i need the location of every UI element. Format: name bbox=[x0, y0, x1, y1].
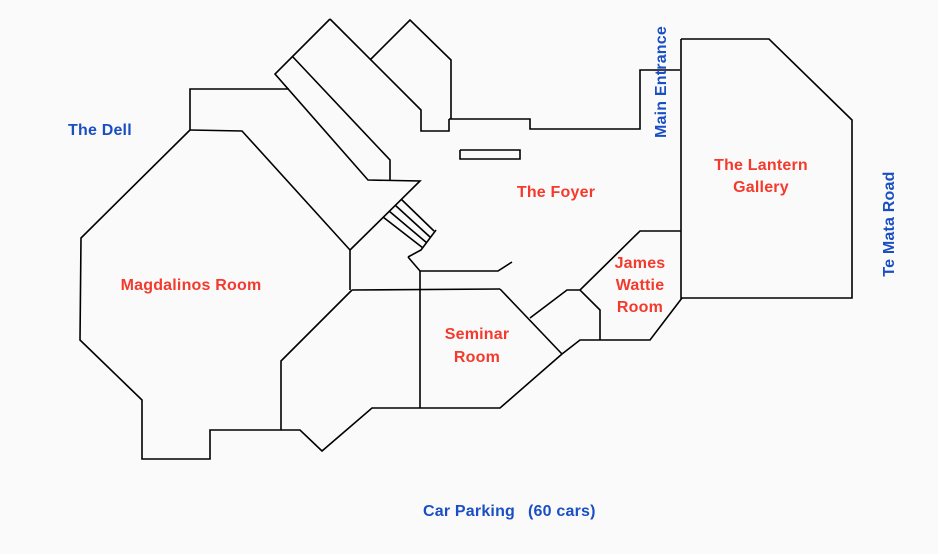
label-james-wattie-room: James Wattie Room bbox=[600, 253, 680, 319]
wall-segment bbox=[579, 230, 681, 291]
wall-segment bbox=[680, 38, 853, 299]
wall-segment bbox=[369, 18, 452, 119]
wall-segment bbox=[351, 288, 501, 291]
wall-segment bbox=[189, 129, 351, 290]
label-lantern-gallery-line2: Gallery bbox=[733, 179, 789, 196]
label-te-mata-road: Te Mata Road bbox=[881, 171, 898, 277]
wall-segment bbox=[394, 204, 431, 238]
wall-segment bbox=[273, 18, 422, 251]
wall-segment bbox=[499, 288, 563, 355]
label-james-wattie-line1: James bbox=[614, 255, 666, 272]
wall-segment bbox=[382, 216, 424, 249]
wall-segment bbox=[291, 55, 391, 181]
wall-segment bbox=[407, 256, 513, 272]
label-james-wattie-line3: Room bbox=[616, 299, 664, 316]
label-car-parking: Car Parking bbox=[423, 503, 516, 520]
label-lantern-gallery: The Lantern Gallery bbox=[706, 155, 816, 199]
label-seminar-room: Seminar Room bbox=[427, 323, 527, 369]
label-the-dell: The Dell bbox=[68, 122, 132, 139]
label-james-wattie-line2: Wattie bbox=[615, 277, 665, 294]
wall-segment bbox=[529, 289, 601, 340]
wall-segment bbox=[388, 210, 428, 244]
label-lantern-gallery-line1: The Lantern bbox=[714, 157, 808, 174]
wall-segment bbox=[459, 149, 521, 160]
wall-segment bbox=[420, 353, 563, 409]
wall-segment bbox=[407, 229, 437, 258]
wall-segment bbox=[329, 18, 450, 132]
wall-segment bbox=[561, 297, 683, 355]
label-seminar-line2: Room bbox=[453, 349, 501, 366]
label-seminar-line1: Seminar bbox=[444, 326, 510, 343]
wall-segment bbox=[400, 198, 435, 232]
wall-segment bbox=[79, 88, 420, 460]
label-car-count: (60 cars) bbox=[528, 503, 596, 520]
wall-segment bbox=[280, 289, 353, 430]
wall-segment bbox=[449, 69, 680, 130]
label-magdalinos-room: Magdalinos Room bbox=[120, 277, 262, 294]
label-the-foyer: The Foyer bbox=[516, 184, 596, 201]
label-main-entrance: Main Entrance bbox=[653, 26, 670, 138]
